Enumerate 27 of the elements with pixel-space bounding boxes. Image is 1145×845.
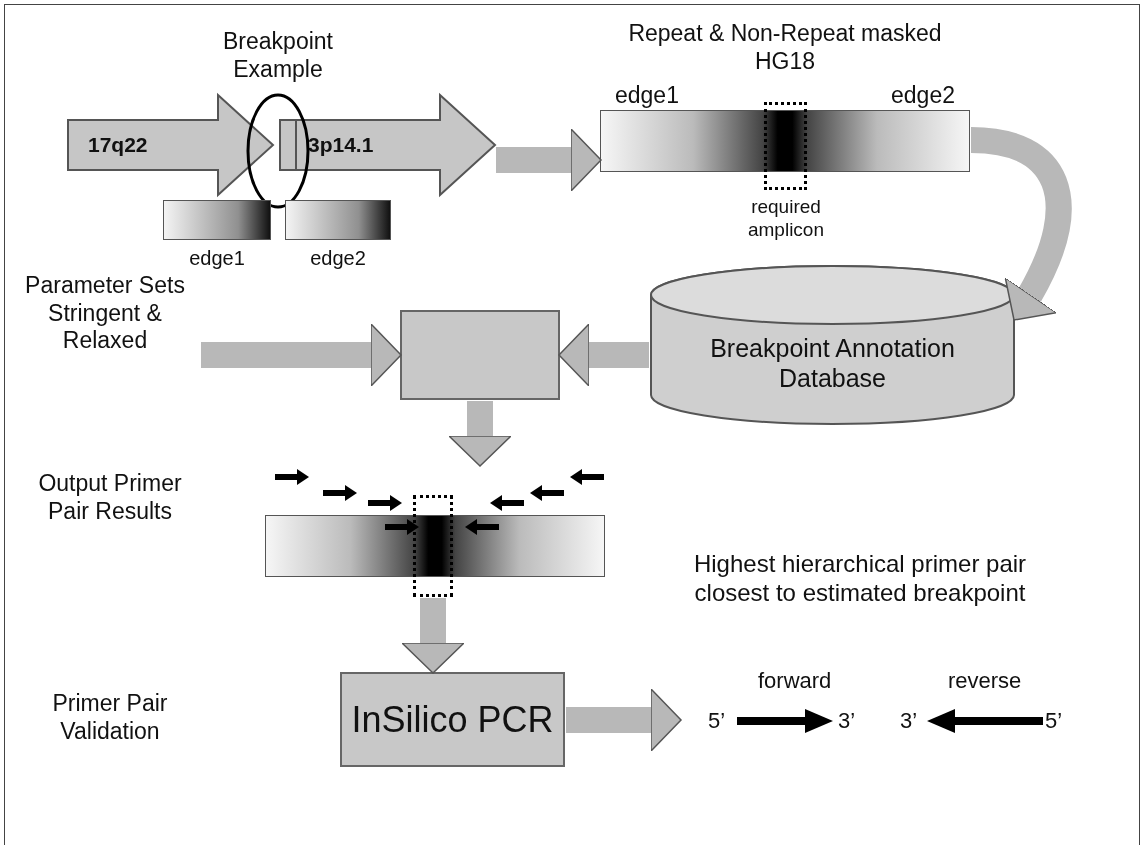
result-note: Highest hierarchical primer pair closest to estimated breakpoint [692, 550, 1028, 608]
process-label: InSilico PCR [350, 697, 555, 741]
primer-end-label: 5’ [708, 708, 726, 735]
block-arrow [448, 401, 512, 467]
sequence-end-label: edge1 [188, 246, 246, 270]
block-arrow [566, 688, 682, 752]
block-arrow [401, 598, 465, 674]
step-label: Primer Pair Validation [51, 690, 169, 746]
parameter-note: Parameter Sets Stringent & Relaxed [24, 272, 186, 355]
sequence-end-label: edge2 [309, 246, 367, 270]
block-arrow [201, 323, 402, 387]
sequence-end-label: edge2 [891, 82, 955, 110]
primer-end-label: 5’ [1045, 708, 1063, 735]
primer-end-label: 3’ [838, 708, 856, 735]
block-arrow [558, 323, 649, 387]
heading-text: Repeat & Non-Repeat masked HG18 [627, 20, 943, 76]
band-label: 3p14.1 [308, 132, 374, 158]
band-label: 17q22 [88, 132, 148, 158]
sequence-end-label: edge1 [615, 82, 679, 110]
heading-text: Breakpoint Example [222, 28, 334, 84]
step-label: Output Primer Pair Results [37, 470, 183, 526]
database-label: Breakpoint Annotation Database [710, 333, 955, 393]
primer-direction-label: reverse [948, 668, 1022, 695]
amplicon-label: required amplicon [746, 196, 825, 242]
block-arrow [496, 128, 602, 192]
primer-end-label: 3’ [900, 708, 918, 735]
primer-direction-label: forward [758, 668, 832, 695]
